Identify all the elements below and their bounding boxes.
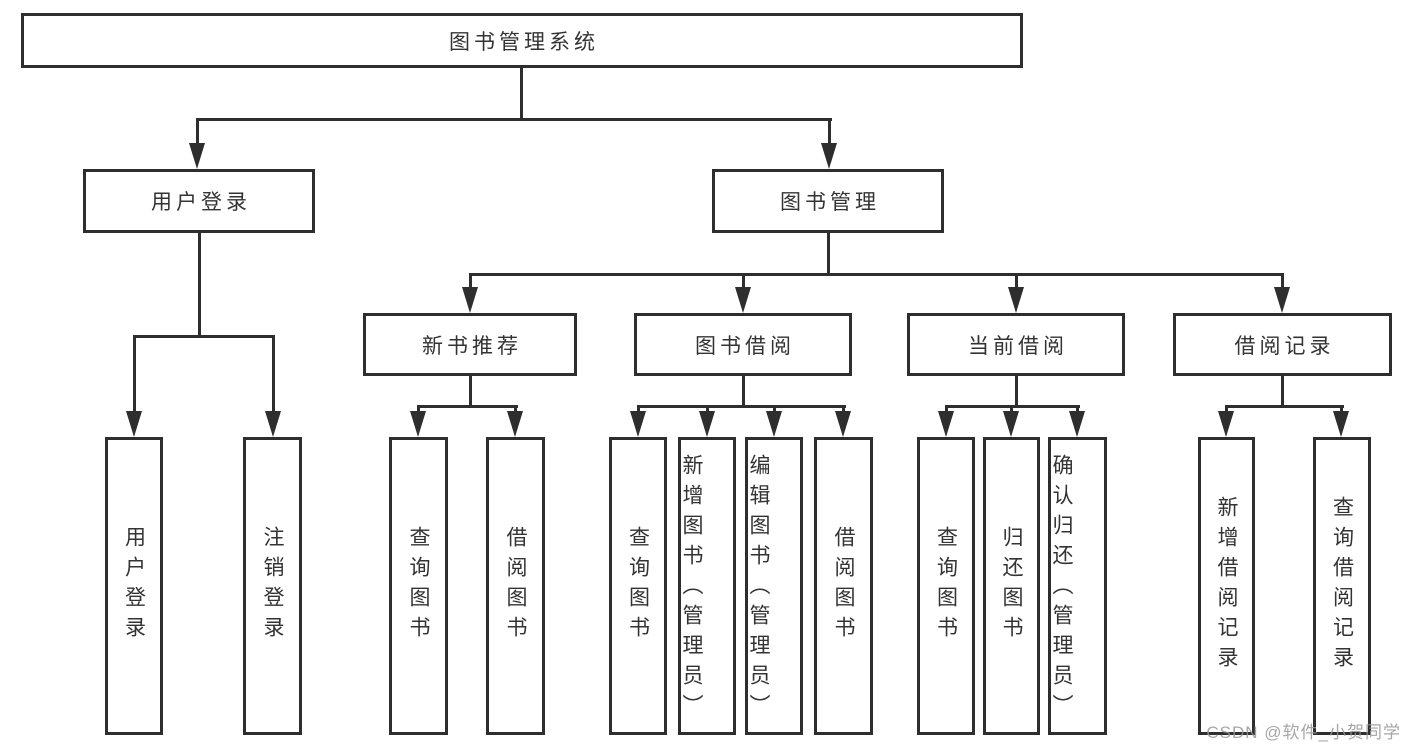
node-new-book-rec: 新书推荐 [363,313,577,376]
node-leaf-cb-confirm-return-label: 确认归还（管理员） [1050,453,1073,724]
arrowhead-down-icon [1218,411,1234,437]
arrowhead-down-icon [126,411,142,437]
node-leaf-br-query-record-label: 查询借阅记录 [1330,496,1354,676]
arrowhead-down-icon [835,411,851,437]
node-current-borrow: 当前借阅 [907,313,1125,376]
node-leaf-rec-query-book: 查询图书 [389,437,448,735]
arrowhead-down-icon [1069,411,1085,437]
node-leaf-logout-label: 注销登录 [261,526,284,646]
node-new-book-rec-label: 新书推荐 [422,334,522,358]
node-leaf-br-add-record: 新增借阅记录 [1198,437,1255,735]
node-user-login-branch-label: 用户登录 [151,191,251,214]
arrowhead-down-icon [630,411,646,437]
node-leaf-bb-add-book: 新增图书（管理员） [678,437,736,735]
connector-line [1225,405,1344,408]
connector-line [417,405,420,415]
node-book-mgmt-branch: 图书管理 [712,169,944,233]
arrowhead-down-icon [1008,287,1024,313]
node-leaf-rec-borrow-book: 借阅图书 [486,437,545,735]
node-leaf-bb-query-book: 查询图书 [609,437,667,735]
node-root: 图书管理系统 [21,13,1023,68]
connector-line [742,273,745,291]
arrowhead-down-icon [699,411,715,437]
connector-line [133,335,136,413]
connector-line [417,405,518,408]
node-current-borrow-label: 当前借阅 [968,334,1068,358]
connector-line [1340,405,1343,415]
node-leaf-logout: 注销登录 [243,437,302,735]
connector-line [514,405,517,415]
connector-line [520,68,523,120]
connector-line [272,335,275,413]
node-leaf-cb-query-book-label: 查询图书 [934,526,958,646]
arrowhead-down-icon [766,411,782,437]
connector-line [637,405,846,408]
connector-line [198,233,201,335]
node-leaf-br-query-record: 查询借阅记录 [1313,437,1371,735]
node-leaf-bb-borrow-book: 借阅图书 [814,437,873,735]
node-borrow-records-label: 借阅记录 [1234,334,1335,358]
node-leaf-cb-return-book: 归还图书 [983,437,1040,735]
connector-line [828,118,831,148]
node-book-borrow-label: 图书借阅 [695,334,795,358]
connector-line [1015,273,1018,291]
connector-line [773,405,776,415]
arrowhead-down-icon [735,287,751,313]
connector-line [469,273,1284,276]
node-leaf-bb-edit-book: 编辑图书（管理员） [745,437,803,735]
arrowhead-down-icon [265,411,281,437]
connector-line [469,376,472,407]
connector-line [706,405,709,415]
connector-line [1225,405,1228,415]
arrowhead-down-icon [507,411,523,437]
connector-line [1281,273,1284,291]
connector-line [469,273,472,291]
node-leaf-cb-confirm-return: 确认归还（管理员） [1048,437,1107,735]
node-leaf-rec-query-book-label: 查询图书 [407,526,430,646]
connector-line [842,405,845,415]
node-leaf-cb-return-book-label: 归还图书 [1000,526,1023,646]
arrowhead-down-icon [938,411,954,437]
arrowhead-down-icon [1274,287,1290,313]
arrowhead-down-icon [1003,411,1019,437]
connector-line [196,118,832,121]
csdn-watermark: CSDN @软件_小贺同学 [1206,723,1401,742]
node-user-login-branch: 用户登录 [83,169,315,233]
connector-line [1015,376,1018,407]
connector-line [827,233,830,273]
connector-line [1076,405,1079,415]
node-root-label: 图书管理系统 [449,30,599,54]
connector-line [133,335,275,338]
node-leaf-user-login-label: 用户登录 [122,526,146,646]
node-leaf-bb-edit-book-label: 编辑图书（管理员） [747,453,770,724]
arrowhead-down-icon [189,143,205,169]
node-leaf-bb-add-book-label: 新增图书（管理员） [680,453,703,724]
node-leaf-user-login: 用户登录 [105,437,163,735]
arrowhead-down-icon [462,287,478,313]
node-book-borrow: 图书借阅 [634,313,852,376]
arrowhead-down-icon [821,143,837,169]
node-book-mgmt-branch-label: 图书管理 [780,191,880,214]
connector-line [196,118,199,148]
node-leaf-rec-borrow-book-label: 借阅图书 [504,526,527,646]
connector-line [637,405,640,415]
arrowhead-down-icon [410,411,426,437]
arrowhead-down-icon [1333,411,1349,437]
connector-line [742,376,745,407]
connector-line [1010,405,1013,415]
node-leaf-br-add-record-label: 新增借阅记录 [1215,496,1238,676]
node-leaf-bb-borrow-book-label: 借阅图书 [832,526,855,646]
connector-line [1281,376,1284,407]
connector-line [945,405,948,415]
node-borrow-records: 借阅记录 [1173,313,1392,376]
node-leaf-bb-query-book-label: 查询图书 [626,526,650,646]
node-leaf-cb-query-book: 查询图书 [917,437,975,735]
